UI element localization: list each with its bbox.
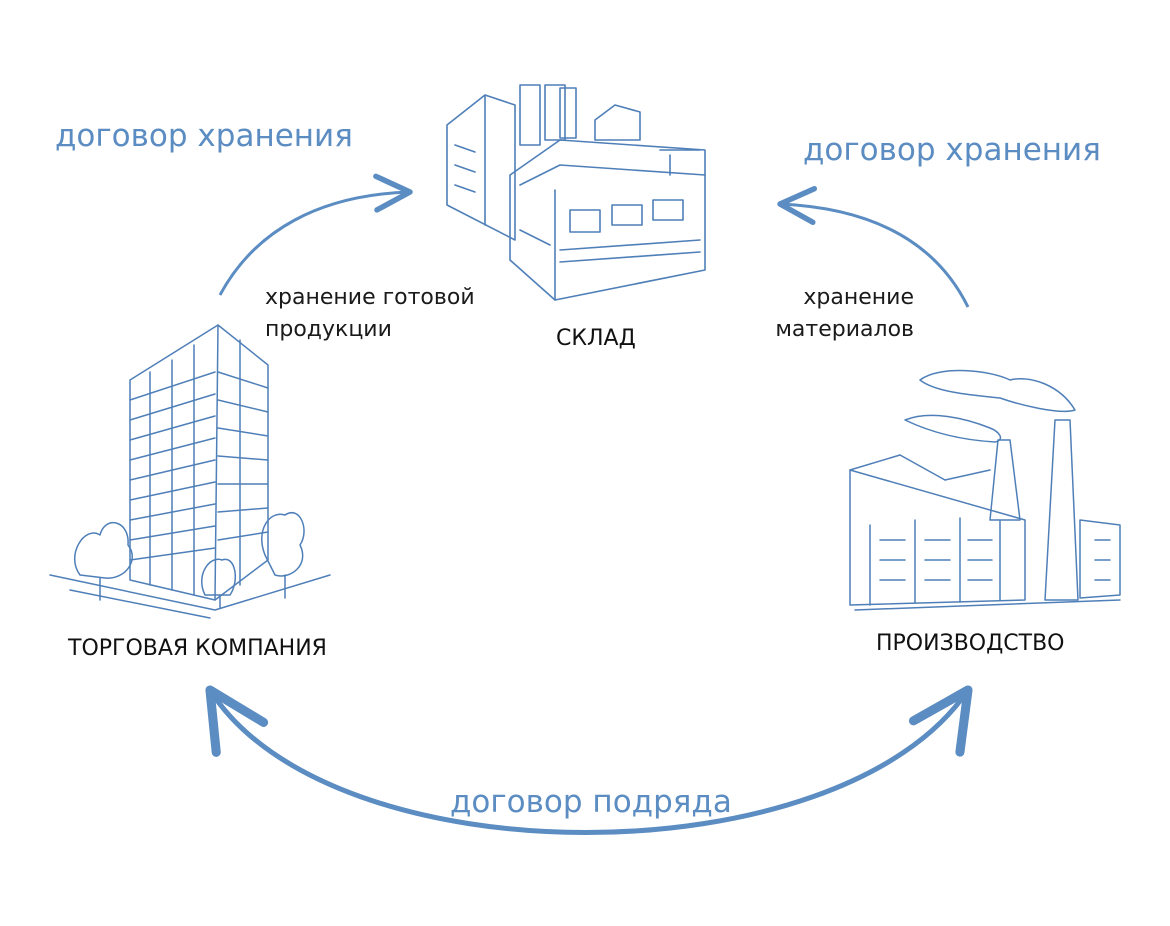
warehouse-icon bbox=[446, 84, 706, 301]
contract-label-storage-right: договор хранения bbox=[803, 132, 1101, 168]
arrow-production-to-warehouse bbox=[777, 185, 970, 308]
contract-label-work: договор подряда bbox=[450, 784, 732, 820]
node-label-trading-company: ТОРГОВАЯ КОМПАНИЯ bbox=[68, 636, 327, 661]
note-materials: хранение материалов bbox=[762, 282, 914, 346]
arrow-bottom-bidirectional bbox=[205, 685, 973, 835]
node-label-warehouse: СКЛАД bbox=[556, 326, 636, 351]
note-materials-line2: материалов bbox=[775, 317, 914, 342]
contract-label-storage-left: договор хранения bbox=[55, 118, 353, 154]
arrow-trading-to-warehouse bbox=[218, 173, 413, 296]
note-finished-goods: хранение готовой продукции bbox=[265, 282, 475, 346]
note-finished-goods-line2: продукции bbox=[265, 317, 392, 342]
note-materials-line1: хранение bbox=[803, 285, 914, 310]
node-label-production: ПРОИЗВОДСТВО bbox=[876, 631, 1065, 656]
factory-icon bbox=[849, 369, 1121, 611]
note-finished-goods-line1: хранение готовой bbox=[265, 285, 475, 310]
office-building-icon bbox=[49, 324, 331, 619]
